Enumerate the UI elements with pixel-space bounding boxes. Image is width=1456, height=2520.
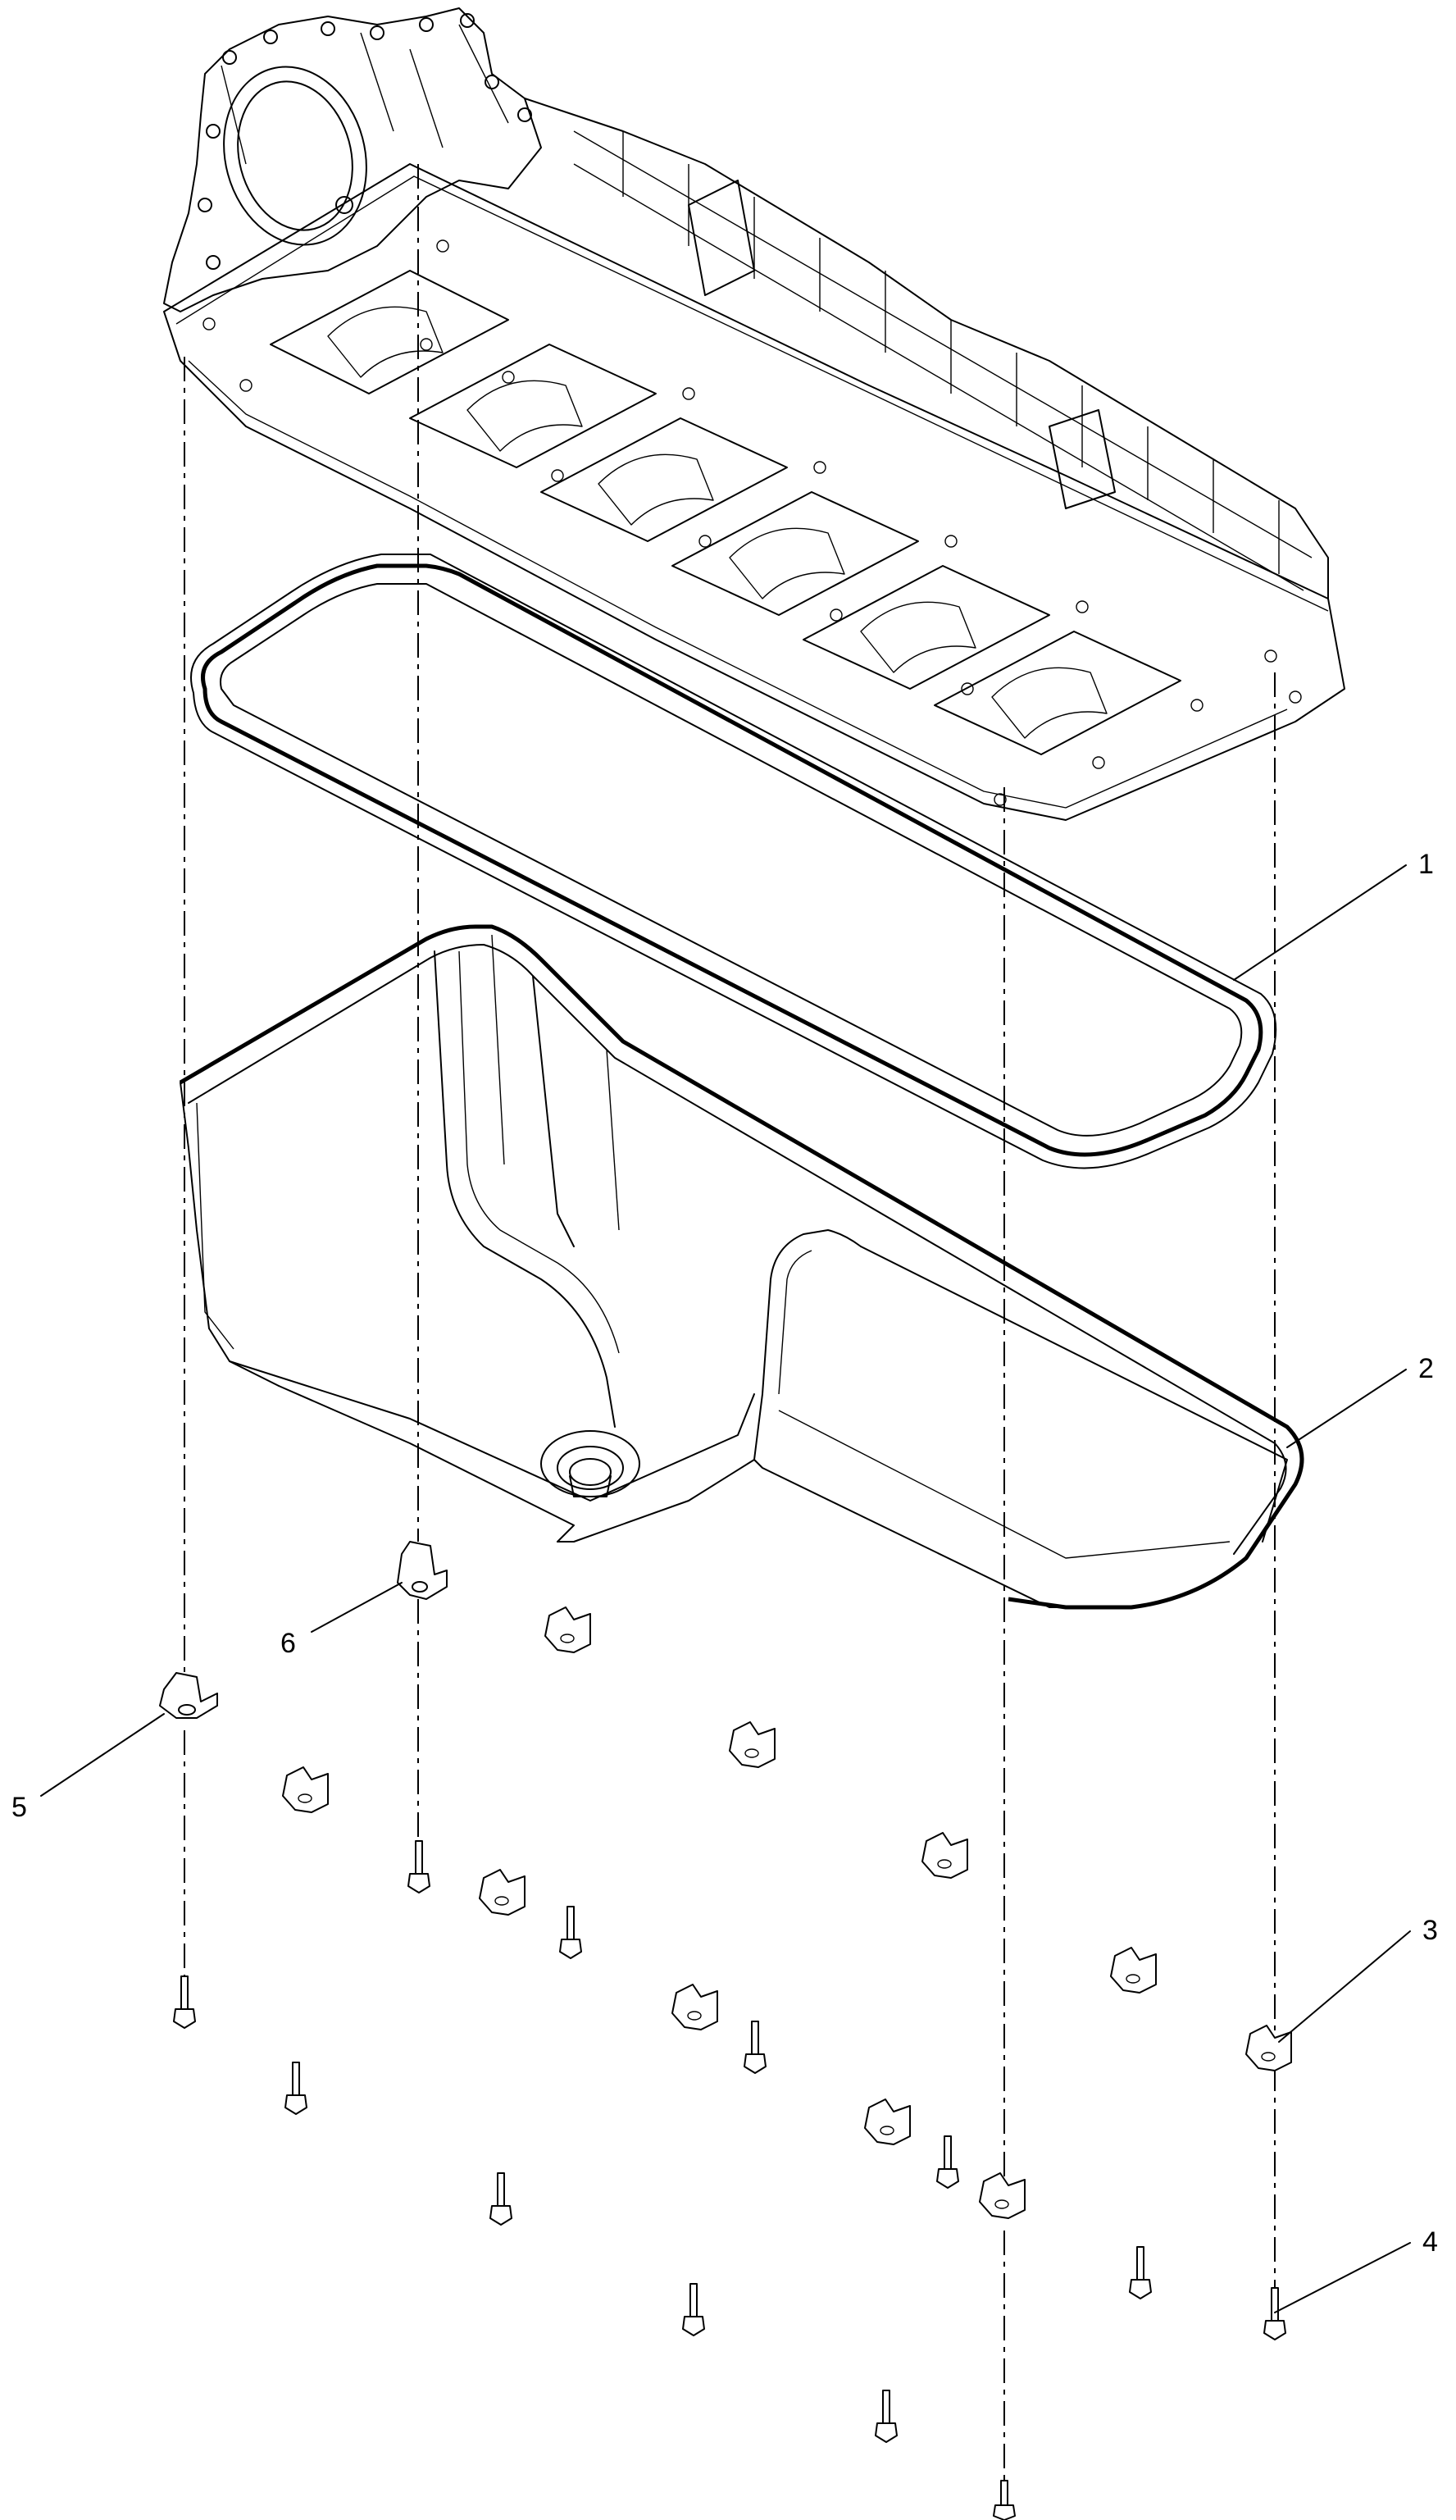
callout-6: 6 — [280, 1628, 296, 1659]
spacer-bracket — [544, 1606, 591, 1653]
drain-plug — [540, 1430, 640, 1497]
oil-pan-gasket — [190, 554, 1277, 1169]
spacer-bracket — [921, 1832, 968, 1879]
alignment-centerlines — [184, 164, 1276, 2485]
spacer-bracket — [729, 1721, 776, 1768]
mounting-bolt — [875, 2390, 898, 2443]
callout-1: 1 — [1418, 849, 1434, 880]
spacer-brackets — [282, 1606, 1292, 2219]
callout-labels: 1 2 3 4 5 6 — [11, 849, 1438, 2258]
center-bracket — [397, 1541, 448, 1600]
spacer-bracket — [479, 1869, 526, 1916]
mounting-bolt — [559, 1906, 582, 1959]
spacer-bracket — [864, 2098, 911, 2145]
spacer-bracket — [1245, 2025, 1292, 2071]
engine-block — [163, 7, 1345, 821]
mounting-bolt — [284, 2062, 307, 2115]
mounting-bolt — [489, 2172, 512, 2226]
mounting-bolt — [1263, 2287, 1286, 2340]
callout-3: 3 — [1422, 1915, 1438, 1946]
bearing-bays — [270, 270, 1181, 755]
mounting-bolts — [173, 1840, 1286, 2520]
mounting-bolt — [173, 1975, 196, 2029]
spacer-bracket — [671, 1984, 718, 2030]
callout-4: 4 — [1422, 2226, 1438, 2258]
mounting-bolt — [993, 2480, 1016, 2520]
mounting-bolt — [682, 2283, 705, 2336]
mounting-bolt — [936, 2135, 959, 2189]
end-bracket — [159, 1672, 218, 1719]
oil-pan — [179, 924, 1304, 1610]
spacer-bracket — [1110, 1947, 1157, 1994]
mounting-bolt — [1129, 2246, 1152, 2299]
mounting-bolt — [407, 1840, 430, 1893]
mounting-bolt — [744, 2021, 767, 2074]
callout-5: 5 — [11, 1792, 27, 1823]
flange-bolt-holes — [202, 239, 1302, 806]
spacer-bracket — [282, 1766, 329, 1813]
callout-2: 2 — [1418, 1353, 1434, 1384]
spacer-bracket — [979, 2172, 1026, 2219]
leader-lines — [40, 864, 1411, 2313]
